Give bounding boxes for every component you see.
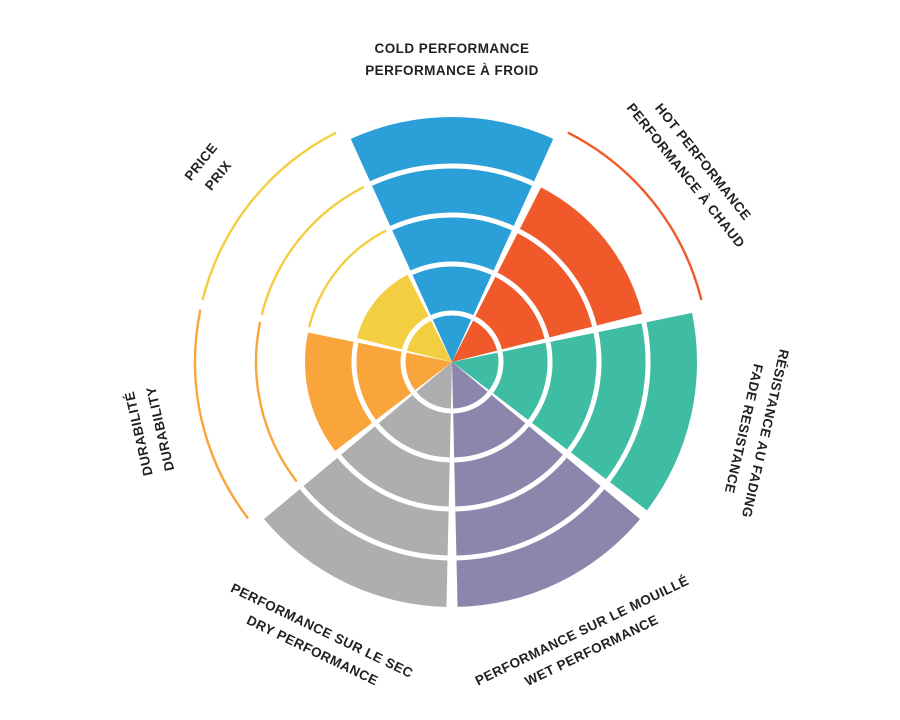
label-line-2: PERFORMANCE À FROID [365,63,539,78]
ring-separator [390,212,514,231]
label-cold-performance: COLD PERFORMANCE PERFORMANCE À FROID [365,38,539,82]
ring-separator [374,423,450,463]
remaining-ring-arc [308,229,387,328]
ring-separator [400,351,416,394]
ring-separator [452,391,492,414]
ring-separator [410,261,494,276]
remaining-ring-arc [201,131,337,301]
ring-separator [337,454,449,512]
ring-separator [473,316,502,351]
ring-separator [430,310,474,320]
ring-separator [605,322,651,483]
remaining-ring-arc [260,186,365,316]
ring-separator [456,486,605,561]
sector-wedge-wet-performance [452,362,641,607]
sector-wedge-dry-performance [263,362,452,607]
ring-separator [454,423,530,463]
ring-separator [351,341,377,423]
sector-wedge-price [356,274,452,362]
ring-separator [402,316,431,351]
ring-separator [412,391,452,414]
ring-separator [299,486,448,561]
ring-separator [455,454,567,512]
remaining-ring-arc [254,321,298,482]
ring-separator [495,272,550,339]
ring-separator [566,332,602,453]
ring-separator [369,163,535,186]
sector-wedge-fade-resistance [452,312,697,511]
ring-separator [527,341,553,423]
sector-wedge-cold-performance [350,117,554,362]
label-line-1: COLD PERFORMANCE [374,41,530,56]
sector-wedge-durability [305,332,452,452]
ring-separator [517,228,597,327]
remaining-ring-arc [567,131,703,301]
remaining-ring-arc [193,309,249,519]
ring-separator [488,351,504,394]
